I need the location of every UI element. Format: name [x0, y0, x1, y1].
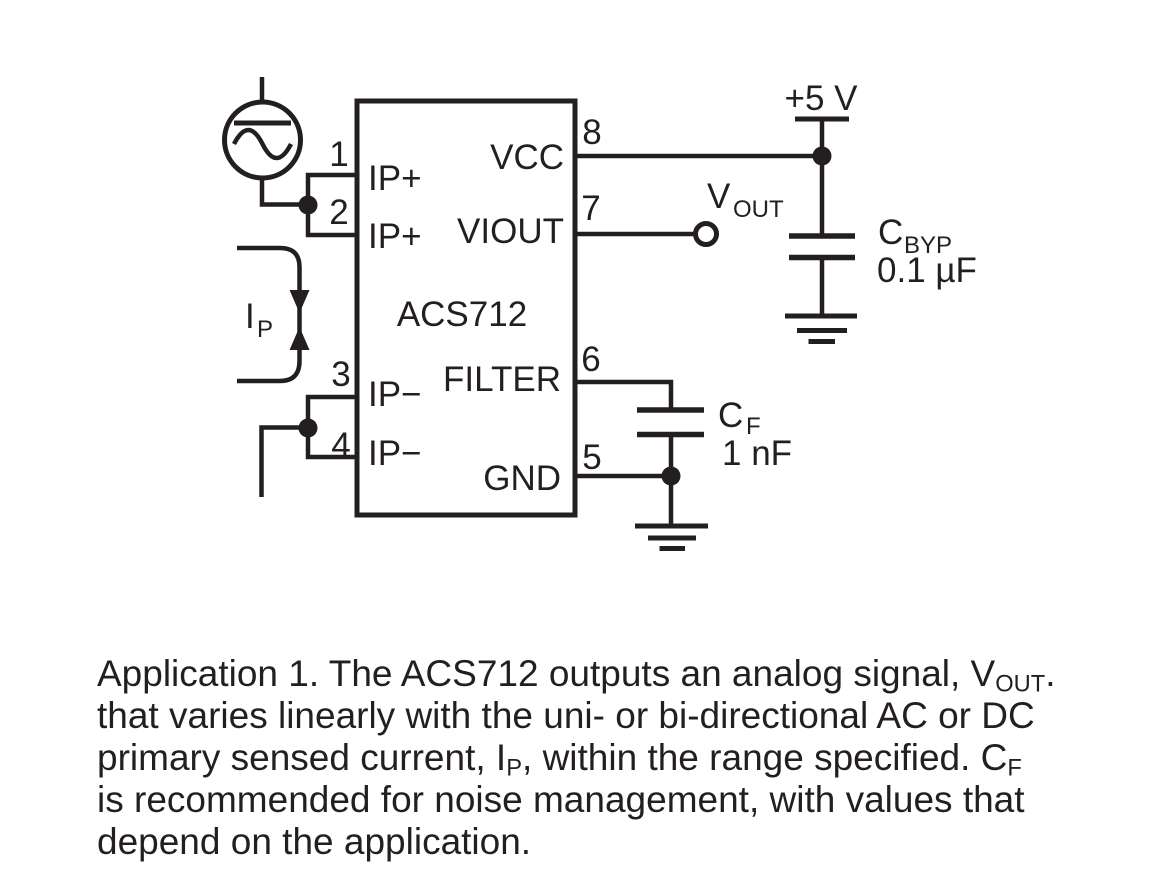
pin6-label: FILTER — [443, 360, 561, 399]
vout-terminal — [693, 221, 719, 247]
caption-line-5: depend on the application. — [97, 821, 1107, 863]
pin7-number: 7 — [581, 189, 600, 228]
caption-text: , within the range specified. C — [522, 737, 1008, 778]
current-arrow-down-icon — [289, 290, 310, 313]
ac-dc-source-symbol — [222, 77, 303, 181]
cf-label-sub: F — [746, 413, 761, 440]
vout-label-sub: OUT — [733, 196, 784, 223]
supply-rail-symbol: +5 V — [785, 79, 859, 236]
caption-line-3: primary sensed current, IP, within the r… — [97, 737, 1107, 782]
pin7-label: VIOUT — [457, 212, 564, 251]
current-arrow-up-icon — [289, 327, 310, 350]
schematic-diagram: I P ACS712 IP+ IP+ IP− IP− VCC VIOUT FIL… — [222, 77, 977, 551]
pin3-label: IP− — [368, 375, 422, 414]
cbyp-value: 0.1 µF — [877, 251, 977, 290]
pin8-label: VCC — [490, 138, 564, 177]
source-to-ip-wire — [259, 178, 308, 207]
pin8-number: 8 — [582, 113, 601, 152]
return-wire — [259, 425, 308, 497]
caption-text: primary sensed current, I — [97, 737, 507, 778]
cf-label-base: C — [718, 396, 743, 435]
pin1-number: 1 — [329, 135, 348, 174]
source-ac-sine — [232, 127, 293, 161]
junction-dot-ip-plus — [298, 195, 318, 215]
figure-caption: Application 1. The ACS712 outputs an ana… — [97, 653, 1107, 863]
caption-text: Application 1. The ACS712 outputs an ana… — [97, 653, 996, 694]
pin6-number: 6 — [581, 340, 600, 379]
pin4-number: 4 — [331, 426, 350, 465]
caption-line-4: is recommended for noise management, wit… — [97, 779, 1107, 821]
ground-symbol-bypass — [785, 313, 857, 344]
caption-subscript: P — [506, 755, 523, 782]
caption-subscript: OUT — [995, 671, 1046, 698]
pin2-label: IP+ — [368, 217, 422, 256]
vout-label: V OUT — [707, 177, 784, 223]
caption-line-1: Application 1. The ACS712 outputs an ana… — [97, 653, 1107, 698]
cf-value: 1 nF — [722, 434, 792, 473]
caption-text: . — [1045, 653, 1056, 694]
capacitor-cf: C F 1 nF — [637, 396, 792, 476]
caption-text: that varies linearly with the uni- or bi… — [97, 695, 1035, 736]
caption-text: is recommended for noise management, wit… — [97, 779, 1025, 820]
ic-body — [354, 98, 578, 518]
ground-symbol-gnd — [635, 523, 708, 551]
supply-voltage-label: +5 V — [785, 79, 859, 118]
cbyp-label-base: C — [878, 213, 903, 252]
ic-name-label: ACS712 — [397, 295, 527, 334]
cbyp-label-sub: BYP — [904, 232, 952, 259]
caption-text: depend on the application. — [97, 821, 532, 862]
ip-label-base: I — [245, 297, 255, 336]
vout-label-base: V — [707, 177, 731, 216]
pin1-label: IP+ — [368, 159, 422, 198]
filter-wire — [575, 379, 674, 410]
capacitor-cbyp: C BYP 0.1 µF — [789, 213, 977, 316]
caption-subscript: F — [1007, 755, 1022, 782]
ip-current-loop: I P — [237, 245, 310, 384]
caption-line-2: that varies linearly with the uni- or bi… — [97, 695, 1107, 737]
ip-label-sub: P — [257, 316, 273, 343]
pin5-label: GND — [483, 459, 561, 498]
junction-dot-vcc — [812, 146, 832, 166]
pin4-label: IP− — [368, 434, 422, 473]
pin2-number: 2 — [329, 193, 348, 232]
pin5-number: 5 — [582, 438, 601, 477]
pin3-number: 3 — [331, 355, 350, 394]
ip-loop-path — [237, 245, 302, 384]
